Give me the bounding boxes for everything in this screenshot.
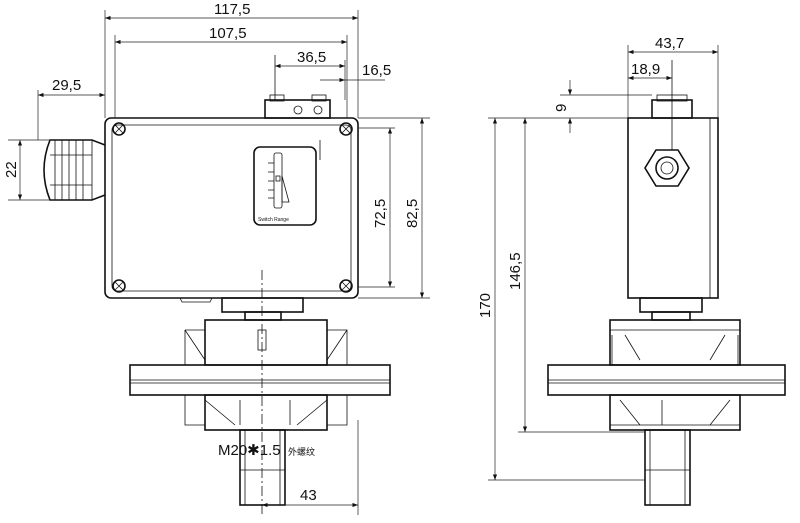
dim-gland-length: 29,5	[52, 77, 81, 94]
front-view: Switch Range	[3, 1, 430, 515]
dim-edge-offset: 16,5	[362, 62, 391, 79]
switch-range-window: Switch Range	[253, 146, 317, 226]
hex-nut-icon	[644, 149, 690, 187]
dim-terminal-offset: 36,5	[297, 49, 326, 66]
thread-note: 外螺纹	[288, 446, 315, 457]
dim-port-offset-side: 18,9	[631, 61, 660, 78]
side-body	[627, 117, 719, 299]
dim-body-height: 82,5	[404, 199, 421, 228]
dim-depth: 43,7	[655, 35, 684, 52]
cable-gland	[43, 139, 106, 201]
dim-top-height: 9	[553, 104, 570, 112]
dim-body-to-port: 146,5	[507, 252, 524, 290]
window-label: Switch Range	[258, 217, 289, 223]
side-view: 43,7 18,9 9 170 146,5	[477, 35, 786, 506]
dimension-lines	[8, 10, 430, 515]
thread-label: M20✱1.5	[218, 442, 281, 459]
terminal-block	[264, 94, 331, 119]
side-pressure-assembly	[547, 297, 786, 506]
dim-mount-width: 107,5	[209, 25, 247, 42]
side-dimension-lines	[488, 45, 719, 481]
dim-port-offset: 43	[300, 487, 317, 504]
dim-overall-height: 170	[477, 293, 494, 318]
pressure-port-assembly	[129, 297, 391, 506]
dim-gland-height: 22	[3, 161, 20, 178]
dim-mount-height: 72,5	[372, 199, 389, 228]
corner-screw-icon	[112, 122, 353, 293]
dim-overall-width: 117,5	[214, 1, 250, 18]
